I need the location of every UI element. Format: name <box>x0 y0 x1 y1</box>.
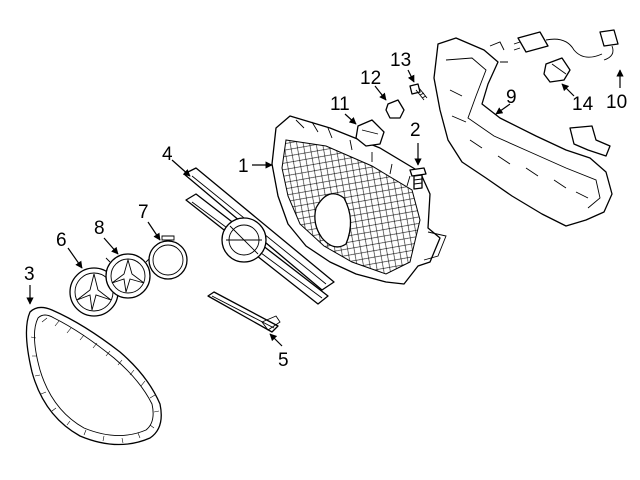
leader-lines <box>26 69 624 347</box>
part-8-star-emblem-base <box>105 253 151 299</box>
part-9-support-bracket <box>433 37 613 227</box>
callout-4: 4 <box>162 144 173 165</box>
callout-10: 10 <box>606 92 627 113</box>
part-10-wiring-harness <box>513 29 619 61</box>
part-5-trim-strip <box>207 291 281 333</box>
callout-8: 8 <box>94 218 105 239</box>
callout-11: 11 <box>330 94 350 115</box>
callout-3: 3 <box>24 264 35 285</box>
callout-7: 7 <box>138 202 149 223</box>
part-3-grille-frame <box>25 306 162 446</box>
part-1-main-grille <box>271 115 447 285</box>
callout-2: 2 <box>410 120 421 141</box>
callout-labels: 1 2 3 4 5 6 7 8 9 10 11 12 13 14 <box>24 50 627 371</box>
part-12-clip <box>385 99 405 119</box>
callout-5: 5 <box>278 350 289 371</box>
callout-13: 13 <box>390 50 411 71</box>
part-4-louver-assembly <box>183 167 335 305</box>
part-2-bolt <box>409 167 427 190</box>
callout-14: 14 <box>572 94 594 115</box>
part-13-screw <box>409 83 428 101</box>
part-14-sensor <box>543 57 571 83</box>
callout-6: 6 <box>56 230 67 251</box>
callout-1: 1 <box>238 156 249 177</box>
callout-12: 12 <box>360 68 381 89</box>
part-11-clip <box>355 119 385 147</box>
part-7-emblem-ring <box>148 235 188 280</box>
callout-9: 9 <box>506 87 517 108</box>
